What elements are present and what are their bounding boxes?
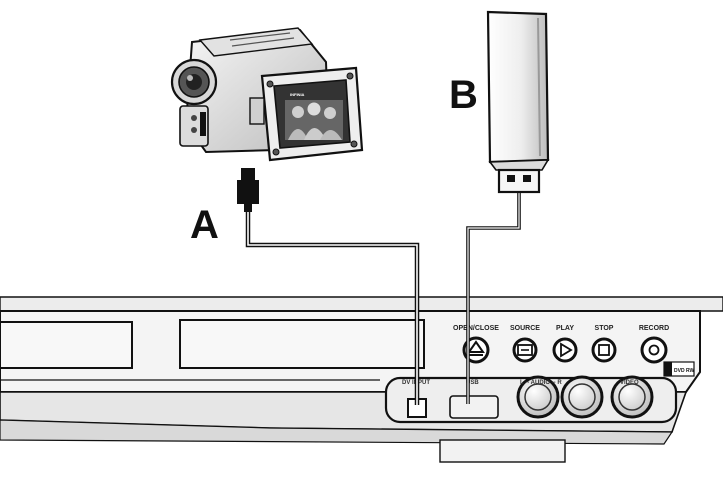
play-button[interactable]: PLAY [552, 325, 578, 363]
eject-icon [467, 340, 485, 356]
cable-b-core [467, 190, 520, 404]
callout-a: A [190, 203, 219, 247]
stop-icon [598, 344, 610, 356]
open-close-button[interactable]: OPEN/CLOSE [453, 325, 499, 364]
recorder-bottom-edge [0, 419, 674, 445]
source-button[interactable]: SOURCE [510, 325, 540, 363]
stop-button[interactable]: STOP [591, 325, 617, 363]
video-label: VIDEO [620, 380, 639, 386]
display-window [179, 319, 425, 369]
audio-label: L -- AUDIO -- R [520, 380, 562, 386]
usb-flash-drive [486, 10, 550, 194]
photo-thumbnail [285, 100, 343, 140]
record-icon [648, 344, 660, 356]
open-close-label: OPEN/CLOSE [453, 325, 499, 332]
record-label: RECORD [639, 325, 669, 332]
dvd-recorder: DV INPUT USB L -- AUDIO -- R VIDEO OPEN/… [0, 296, 723, 463]
recorder-top [0, 296, 723, 312]
video-jack[interactable] [610, 375, 654, 419]
camcorder: INFINIA [170, 27, 364, 162]
audio-left-jack[interactable] [516, 375, 560, 419]
play-label: PLAY [556, 325, 574, 332]
lcd-logo-text: INFINIA [290, 92, 305, 97]
source-label: SOURCE [510, 325, 540, 332]
play-icon [560, 342, 573, 358]
dv-plug [237, 168, 259, 212]
audio-right-jack[interactable] [560, 375, 604, 419]
record-button[interactable]: RECORD [639, 325, 669, 364]
recorder-foot [439, 439, 566, 463]
source-icon [517, 344, 533, 356]
badge-text: DVD RW [674, 368, 694, 374]
usb-port-label: USB [466, 380, 479, 386]
cable-a-core [247, 202, 418, 405]
disc-tray [0, 321, 133, 369]
callout-b: B [449, 73, 478, 117]
dvd-rw-badge: DVD RW [663, 361, 695, 377]
usb-port[interactable] [449, 395, 499, 419]
stop-label: STOP [595, 325, 614, 332]
